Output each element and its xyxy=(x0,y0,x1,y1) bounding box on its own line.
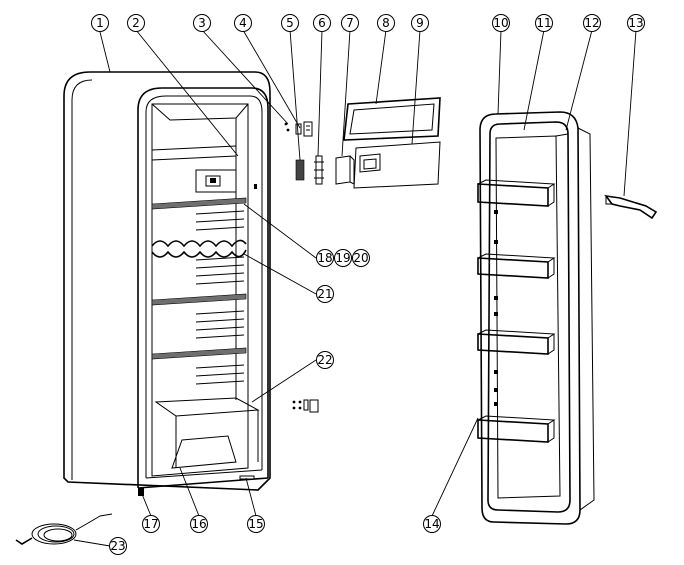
callout-8: 8 xyxy=(377,14,395,32)
svg-text:20: 20 xyxy=(353,251,368,265)
callout-21: 21 xyxy=(316,285,334,303)
callout-11: 11 xyxy=(535,14,553,32)
callout-3: 3 xyxy=(193,14,211,32)
svg-text:11: 11 xyxy=(536,16,551,30)
svg-text:1: 1 xyxy=(96,16,104,30)
svg-text:3: 3 xyxy=(198,16,206,30)
svg-text:23: 23 xyxy=(110,539,125,553)
svg-text:14: 14 xyxy=(424,517,439,531)
small-parts xyxy=(284,97,658,413)
callouts: 1 2 3 4 5 6 7 8 9 10 11 12 13 18 19 20 2… xyxy=(91,14,645,555)
callout-6: 6 xyxy=(313,14,331,32)
fridge-cabinet xyxy=(63,71,271,496)
callout-5: 5 xyxy=(281,14,299,32)
callout-23: 23 xyxy=(109,537,127,555)
svg-text:9: 9 xyxy=(416,16,424,30)
svg-text:16: 16 xyxy=(191,517,206,531)
callout-19: 19 xyxy=(334,249,352,267)
callout-17: 17 xyxy=(142,515,160,533)
callout-12: 12 xyxy=(583,14,601,32)
svg-text:2: 2 xyxy=(132,16,140,30)
svg-text:17: 17 xyxy=(143,517,158,531)
svg-text:18: 18 xyxy=(317,251,332,265)
svg-text:6: 6 xyxy=(318,16,326,30)
svg-text:22: 22 xyxy=(317,353,332,367)
svg-text:13: 13 xyxy=(628,16,643,30)
leader-lines xyxy=(73,29,637,547)
svg-text:5: 5 xyxy=(286,16,294,30)
power-cord xyxy=(15,513,113,545)
svg-text:12: 12 xyxy=(584,16,599,30)
svg-text:15: 15 xyxy=(248,517,263,531)
svg-text:19: 19 xyxy=(335,251,350,265)
fridge-door xyxy=(477,111,595,525)
svg-text:10: 10 xyxy=(493,16,508,30)
callout-16: 16 xyxy=(190,515,208,533)
callout-13: 13 xyxy=(627,14,645,32)
callout-1: 1 xyxy=(91,14,109,32)
svg-text:21: 21 xyxy=(317,287,332,301)
callout-4: 4 xyxy=(234,14,252,32)
svg-text:4: 4 xyxy=(239,16,247,30)
svg-text:8: 8 xyxy=(382,16,390,30)
callout-22: 22 xyxy=(316,351,334,369)
callout-9: 9 xyxy=(411,14,429,32)
callout-10: 10 xyxy=(492,14,510,32)
callout-7: 7 xyxy=(341,14,359,32)
callout-2: 2 xyxy=(127,14,145,32)
callout-20: 20 xyxy=(352,249,370,267)
callout-14: 14 xyxy=(423,515,441,533)
callout-18: 18 xyxy=(316,249,334,267)
svg-text:7: 7 xyxy=(346,16,354,30)
callout-15: 15 xyxy=(247,515,265,533)
